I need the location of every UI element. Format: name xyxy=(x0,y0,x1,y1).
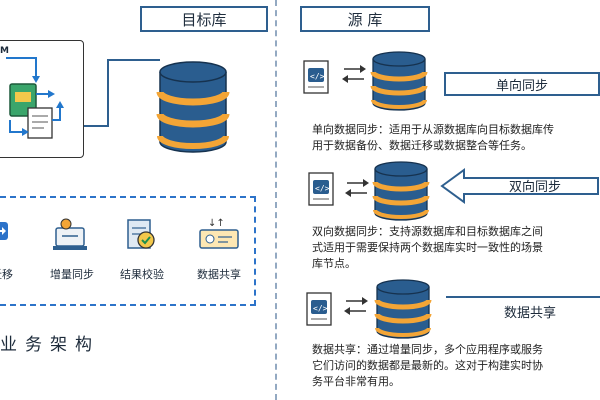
code-doc-icon: </> xyxy=(303,60,329,94)
transfer-icon xyxy=(6,57,64,139)
tool-label-result-check: 结果校验 xyxy=(120,268,164,281)
source-db-title: 源 库 xyxy=(347,10,383,29)
target-db-title: 目标库 xyxy=(181,10,227,29)
bidirectional-arrow-icon xyxy=(345,179,369,197)
incremental-sync-icon xyxy=(53,218,87,250)
machine-label: M xyxy=(0,46,9,56)
tools-panel xyxy=(0,196,256,306)
svg-text:↓↑: ↓↑ xyxy=(208,218,225,229)
machine-to-db-connector xyxy=(84,59,160,127)
target-db-title-box: 目标库 xyxy=(140,6,268,32)
tool-label-incremental-sync: 增量同步 xyxy=(50,268,94,281)
code-doc-icon: </> xyxy=(308,172,334,206)
mode-label-one-way: 单向同步 xyxy=(495,78,548,94)
architecture-label: 业务架构 xyxy=(0,335,100,355)
mode-label-share: 数据共享 xyxy=(503,306,556,321)
mode-box-one-way: 单向同步 xyxy=(444,72,600,96)
two-way-arrow-outline xyxy=(440,168,599,204)
migrate-icon xyxy=(0,222,8,240)
result-check-icon xyxy=(127,219,155,249)
share-connector-line xyxy=(446,296,600,298)
mode-label-two-way: 双向同步 xyxy=(508,180,561,195)
svg-text:</>: </> xyxy=(310,72,325,81)
tool-label-data-share: 数据共享 xyxy=(197,268,241,281)
target-database-icon xyxy=(156,61,230,153)
bidirectional-arrow-icon xyxy=(342,65,366,83)
data-share-icon: ↓↑ xyxy=(199,218,239,249)
mode-desc-two-way: 双向数据同步：支持源数据库和目标数据库之间 式适用于需要保持两个数据库实时一致性… xyxy=(312,225,543,270)
svg-text:</>: </> xyxy=(315,184,330,193)
section-divider xyxy=(275,0,277,400)
source-db-title-box: 源 库 xyxy=(300,6,430,32)
code-doc-icon: </> xyxy=(306,292,332,326)
source-database-icon xyxy=(372,161,430,221)
mode-desc-share: 数据共享：通过增量同步，多个应用程序或服务 它们访问的数据都是最新的。这对于构建… xyxy=(312,343,543,388)
tool-label-migrate: 迁移 xyxy=(0,268,13,281)
svg-text:</>: </> xyxy=(313,304,328,313)
source-database-icon xyxy=(370,51,428,111)
source-database-icon xyxy=(374,279,432,339)
bidirectional-arrow-icon xyxy=(344,297,368,315)
mode-desc-one-way: 单向数据同步：适用于从源数据库向目标数据库传 用于数据备份、数据迁移或数据整合等… xyxy=(312,123,554,152)
